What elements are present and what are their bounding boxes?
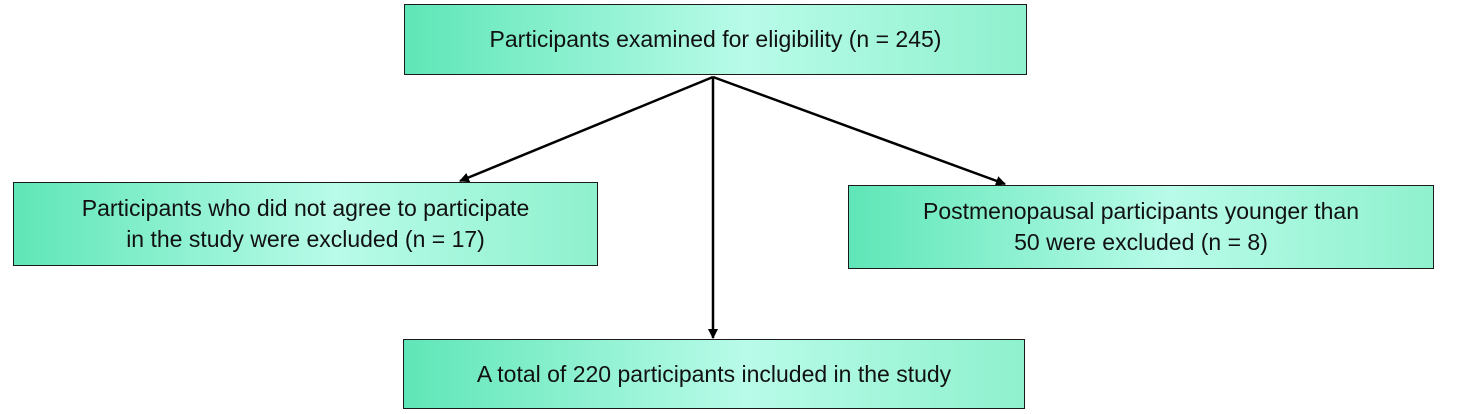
eligibility-box: Participants examined for eligibility (n…	[404, 4, 1027, 75]
excluded-age-line-1: Postmenopausal participants younger than	[922, 198, 1359, 224]
arrow-to-excluded-age	[712, 75, 1006, 186]
included-box: A total of 220 participants included in …	[403, 339, 1025, 409]
excluded-disagree-line-1: Participants who did not agree to partic…	[81, 195, 530, 221]
excluded-age-box: Postmenopausal participants younger than…	[848, 185, 1434, 269]
excluded-age-line-2: 50 were excluded (n = 8)	[1014, 229, 1268, 255]
eligibility-text: Participants examined for eligibility (n…	[489, 26, 942, 52]
included-text: A total of 220 participants included in …	[476, 360, 952, 387]
excluded-disagree-box: Participants who did not agree to partic…	[13, 182, 598, 266]
arrow-to-excluded-disagree	[459, 75, 714, 183]
excluded-disagree-line-2: in the study were excluded (n = 17)	[126, 226, 485, 252]
